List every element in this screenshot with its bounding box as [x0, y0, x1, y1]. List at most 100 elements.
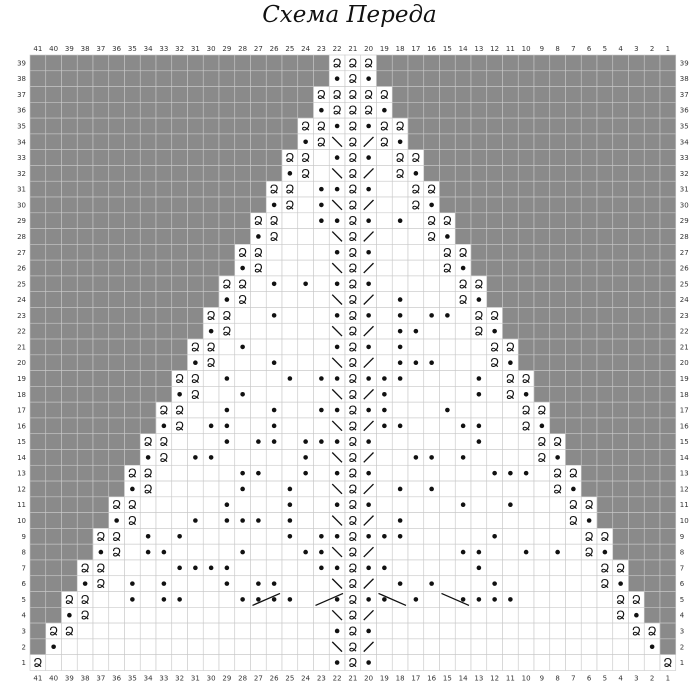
row-label-left: 36	[17, 107, 26, 115]
grid-cell	[502, 622, 519, 640]
purl-symbol	[476, 549, 482, 555]
grid-cell	[124, 606, 141, 624]
purl-symbol	[366, 344, 371, 350]
purl-symbol	[334, 249, 340, 255]
grid-cell	[202, 180, 220, 198]
grid-cell	[407, 291, 425, 308]
grid-cell	[486, 386, 503, 403]
grid-cell	[187, 480, 204, 498]
grid-cell	[139, 638, 157, 655]
purl-symbol	[319, 549, 324, 555]
grid-cell	[612, 417, 629, 435]
grid-cell	[439, 102, 456, 119]
grid-cell	[187, 496, 204, 513]
grid-cell	[297, 575, 314, 592]
grid-cell	[376, 307, 393, 324]
grid-cell	[76, 528, 94, 545]
grid-cell	[423, 54, 440, 72]
grid-cell	[517, 496, 535, 513]
grid-cell	[187, 575, 204, 592]
column-label-top: 20	[364, 45, 373, 53]
grid-cell	[45, 528, 62, 545]
grid-cell	[643, 212, 661, 229]
purl-symbol	[476, 439, 482, 444]
grid-cell	[391, 401, 409, 419]
grid-cell	[29, 496, 47, 513]
purl-symbol	[271, 439, 277, 444]
grid-cell	[218, 654, 236, 671]
column-label-bottom: 4	[618, 674, 623, 682]
grid-cell	[61, 307, 78, 324]
grid-cell	[596, 606, 614, 624]
grid-cell	[470, 464, 488, 482]
column-label-top: 12	[490, 45, 499, 53]
grid-cell	[517, 149, 535, 166]
twisted-knit-symbol: Ձ	[285, 198, 294, 212]
grid-cell	[234, 70, 251, 87]
column-label-bottom: 8	[555, 674, 559, 682]
grid-cell	[628, 464, 645, 482]
purl-symbol	[366, 376, 371, 381]
grid-cell	[155, 354, 173, 371]
grid-cell	[407, 480, 425, 498]
purl-symbol	[523, 391, 529, 397]
twisted-knit-symbol: Ձ	[490, 309, 499, 323]
purl-symbol	[319, 202, 324, 208]
grid-cell	[439, 417, 456, 435]
grid-cell	[281, 417, 299, 435]
grid-cell	[470, 606, 488, 624]
purl-symbol	[161, 581, 167, 586]
column-label-bottom: 26	[270, 674, 279, 682]
grid-cell	[596, 244, 614, 261]
grid-cell	[391, 259, 409, 277]
grid-cell	[439, 433, 456, 450]
grid-cell	[187, 606, 204, 624]
grid-cell	[486, 622, 503, 640]
purl-symbol	[508, 597, 513, 602]
grid-cell	[580, 575, 598, 592]
grid-cell	[376, 496, 393, 513]
twisted-knit-symbol: Ձ	[285, 151, 294, 165]
grid-cell	[517, 196, 535, 214]
grid-cell	[29, 354, 47, 371]
grid-cell	[454, 386, 472, 403]
purl-symbol	[161, 549, 167, 555]
grid-cell	[517, 338, 535, 356]
grid-cell	[659, 386, 677, 403]
grid-cell	[76, 149, 94, 166]
grid-cell	[407, 575, 425, 592]
grid-cell	[139, 338, 157, 356]
purl-symbol	[366, 533, 371, 539]
grid-cell	[250, 275, 267, 293]
row-label-left: 5	[22, 596, 26, 604]
column-label-bottom: 22	[333, 674, 342, 682]
row-label-left: 25	[17, 280, 26, 288]
twisted-knit-symbol: Ձ	[490, 356, 499, 370]
grid-cell	[517, 228, 535, 245]
grid-cell	[659, 322, 677, 340]
purl-symbol	[271, 281, 277, 287]
twisted-knit-symbol: Ձ	[506, 388, 515, 402]
grid-cell	[171, 307, 188, 324]
purl-symbol	[256, 597, 261, 602]
grid-cell	[139, 70, 157, 87]
grid-cell	[171, 259, 188, 277]
purl-symbol	[51, 644, 56, 650]
grid-cell	[407, 86, 425, 103]
grid-cell	[659, 654, 677, 671]
grid-cell	[643, 133, 661, 150]
grid-cell	[659, 291, 677, 308]
purl-symbol	[492, 597, 497, 602]
grid-cell	[565, 654, 582, 671]
twisted-knit-symbol: Ձ	[348, 419, 357, 433]
grid-cell	[139, 654, 157, 671]
purl-symbol	[177, 565, 182, 571]
grid-cell	[549, 386, 566, 403]
purl-symbol	[397, 486, 403, 492]
grid-cell	[628, 291, 645, 308]
purl-symbol	[256, 234, 261, 239]
purl-symbol	[130, 597, 135, 602]
grid-cell	[92, 102, 110, 119]
grid-cell	[265, 149, 283, 166]
grid-cell	[124, 338, 141, 356]
